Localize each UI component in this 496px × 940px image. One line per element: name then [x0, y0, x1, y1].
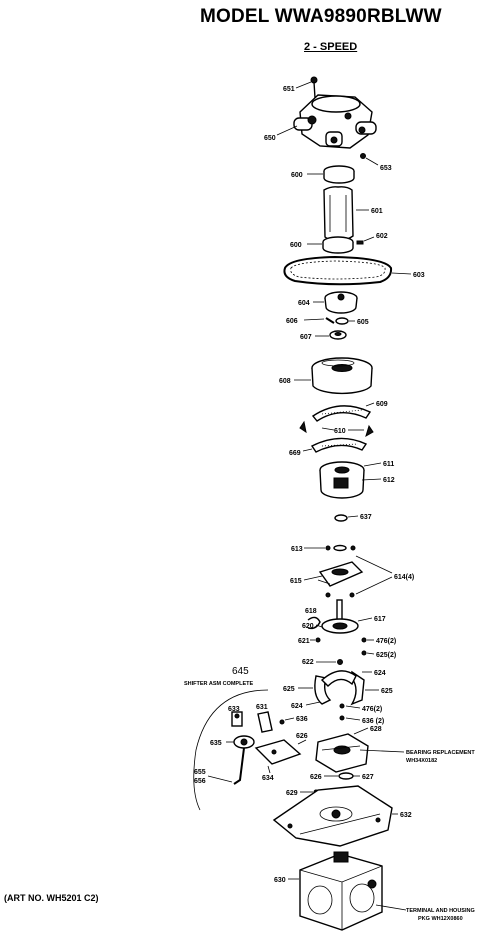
callout-606: 606 [286, 318, 298, 325]
callout-651: 651 [283, 86, 295, 93]
callout-622: 622 [302, 659, 314, 666]
part-603-belt [283, 255, 393, 286]
callout-609: 609 [376, 401, 388, 408]
art-number: (ART NO. WH5201 C2) [4, 893, 99, 903]
part-607-nut [329, 330, 347, 340]
part-630-motor [299, 851, 383, 931]
callout-625a: 625(2) [376, 652, 396, 659]
part-615-bracket [318, 561, 364, 587]
part-669-brake-shoe [310, 437, 368, 453]
callout-635: 635 [210, 740, 222, 747]
callout-605: 605 [357, 319, 369, 326]
callout-625b: 625 [283, 686, 295, 693]
part-602-clamp [356, 240, 364, 245]
part-622-screw [337, 659, 343, 665]
terminal-note-line1: TERMINAL AND HOUSING [406, 908, 475, 914]
callout-602: 602 [376, 233, 388, 240]
callout-634: 634 [262, 775, 274, 782]
part-612-clutch-hub [319, 461, 365, 499]
part-613-washers [325, 544, 356, 552]
part-617-gear-shaft [321, 599, 359, 634]
part-606-key [325, 317, 335, 324]
part-624-case-ring [320, 670, 357, 687]
callout-607: 607 [300, 334, 312, 341]
part-600-bottom-ring [322, 236, 354, 254]
terminal-note-line2: PKG WH12X0860 [418, 916, 463, 922]
callout-612: 612 [383, 477, 395, 484]
part-610-spring-left [299, 420, 307, 434]
part-600-top-ring [323, 165, 355, 184]
part-605-ring [335, 317, 349, 325]
part-637-washer [334, 514, 348, 522]
callout-620: 620 [302, 623, 314, 630]
part-610-spring-right [365, 424, 374, 438]
part-634-plate [254, 739, 302, 765]
callout-600a: 600 [291, 172, 303, 179]
callout-476a: 476(2) [376, 638, 396, 645]
callout-636: 636 [296, 716, 308, 723]
callout-600b: 600 [290, 242, 302, 249]
callout-628: 628 [370, 726, 382, 733]
part-651-screw [310, 76, 318, 99]
part-635-shifter-cam [233, 735, 255, 785]
callout-617: 617 [374, 616, 386, 623]
part-633-bracket [231, 711, 243, 727]
part-608-drum [311, 357, 373, 395]
callout-624a: 624 [374, 670, 386, 677]
callout-637: 637 [360, 514, 372, 521]
part-650-pump-head [293, 94, 377, 149]
callout-608: 608 [279, 378, 291, 385]
speed-subtitle: 2 - SPEED [304, 41, 358, 53]
model-title: MODEL WWA9890RBLWW [200, 6, 442, 27]
bearing-note-line1: BEARING REPLACEMENT [406, 750, 475, 756]
callout-629: 629 [286, 790, 298, 797]
callout-610: 610 [334, 428, 346, 435]
shifter-note: SHIFTER ASM COMPLETE [184, 681, 253, 687]
part-604-pulley [324, 291, 358, 314]
callout-669: 669 [289, 450, 301, 457]
callout-631: 631 [256, 704, 268, 711]
callout-621: 621 [298, 638, 310, 645]
part-627-seal [338, 772, 354, 780]
shifter-number: 645 [232, 666, 249, 677]
part-614-studs [325, 592, 355, 598]
callout-613: 613 [291, 546, 303, 553]
part-476-washer [361, 637, 367, 643]
callout-601: 601 [371, 208, 383, 215]
callout-618: 618 [305, 608, 317, 615]
part-601-sleeve [323, 186, 354, 241]
callout-611: 611 [383, 461, 394, 468]
callout-476b: 476(2) [362, 706, 382, 713]
callout-636b: 636 (2) [362, 718, 384, 725]
callout-624b: 624 [291, 703, 303, 710]
callout-632: 632 [400, 812, 412, 819]
part-653-clip [360, 153, 366, 159]
callout-627: 627 [362, 774, 374, 781]
callout-630: 630 [274, 877, 286, 884]
callout-603: 603 [413, 272, 425, 279]
callout-626b: 626 [310, 774, 322, 781]
callout-650: 650 [264, 135, 276, 142]
part-609-brake-lining [311, 405, 372, 422]
callout-625c: 625 [381, 688, 393, 695]
bearing-note-line2: WH34X0182 [406, 758, 437, 764]
callout-604: 604 [298, 300, 310, 307]
callout-614: 614(4) [394, 574, 414, 581]
callout-615: 615 [290, 578, 302, 585]
part-621-pin [315, 637, 321, 643]
part-632-mounting-plate [272, 785, 393, 847]
part-631-link [257, 711, 273, 733]
callout-633: 633 [228, 706, 240, 713]
part-625-screw [361, 650, 367, 656]
callout-656: 656 [194, 778, 206, 785]
shifter-bracket-line [193, 689, 269, 811]
part-632-gear-case [315, 733, 369, 773]
callout-653: 653 [380, 165, 392, 172]
callout-626: 626 [296, 733, 308, 740]
callout-655: 655 [194, 769, 206, 776]
